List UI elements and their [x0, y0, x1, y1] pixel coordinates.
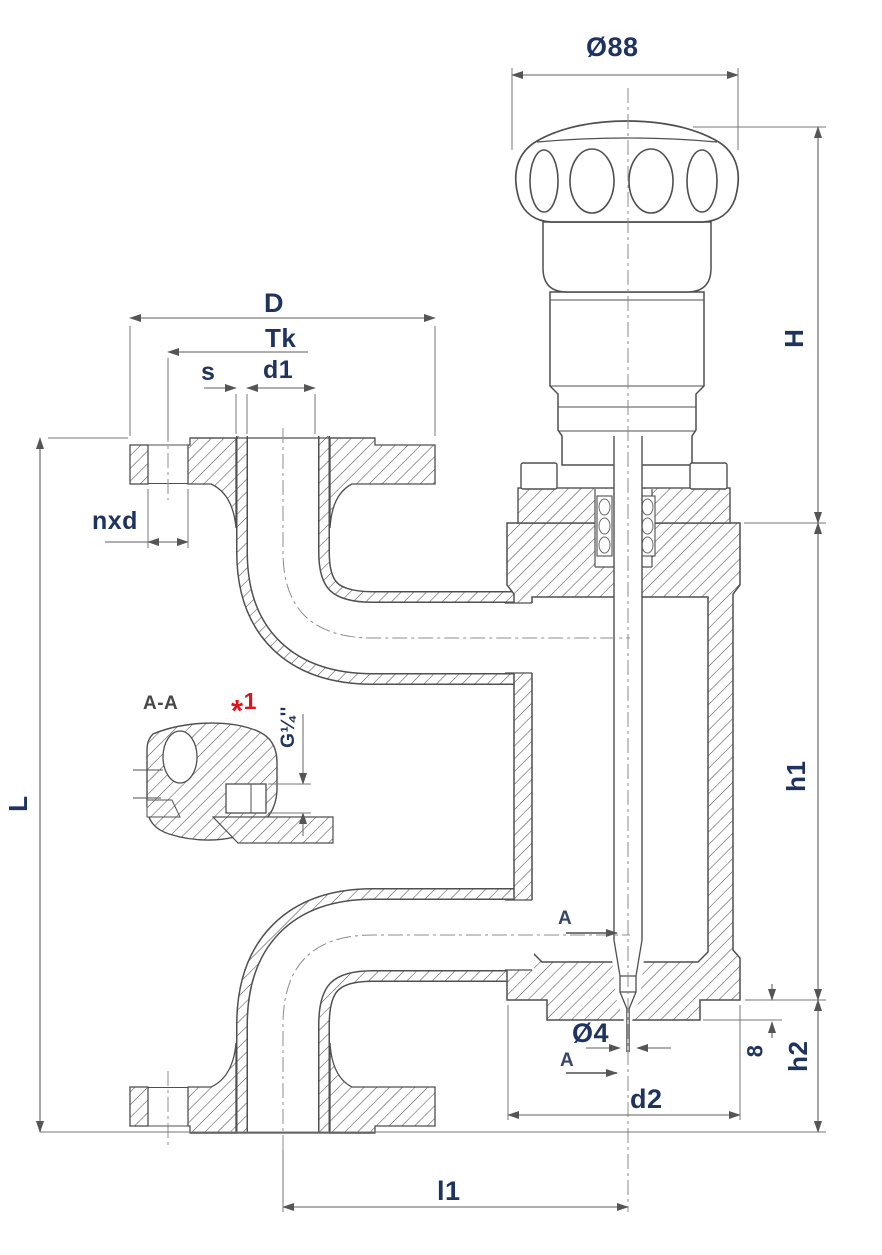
section-cut-label-lower: A [560, 1050, 575, 1071]
dim-label-d2: d2 [630, 1084, 663, 1114]
bottom-outlet-flange [129, 1042, 436, 1134]
dimension-lines [35, 70, 823, 1212]
section-cut-arrows [566, 928, 618, 1078]
thread-size-label: G¼'' [278, 706, 300, 748]
dim-label-Tk: Tk [265, 323, 297, 353]
dim-label-h2: h2 [783, 1040, 814, 1072]
extension-lines [40, 68, 826, 1212]
dim-label-h1: h1 [781, 760, 812, 792]
needle-tip [613, 939, 643, 1052]
upper-pipe-centerline [282, 428, 630, 639]
gland-lugs [520, 462, 728, 490]
handwheel-holes [529, 148, 718, 214]
dim-label-d1: d1 [263, 356, 294, 384]
threaded-port [225, 783, 267, 814]
top-inlet-flange [129, 437, 436, 529]
dim-label-L: L [3, 795, 34, 812]
note-reference: *1 [231, 688, 257, 729]
handwheel [515, 120, 739, 223]
section-title: A-A [143, 693, 179, 714]
packing-rings [596, 495, 656, 557]
handwheel-hub [542, 221, 712, 293]
lower-pipe-centerline [282, 934, 630, 1150]
dim-label-nxd: nxd [92, 507, 138, 535]
note-number: 1 [243, 688, 257, 714]
dim-label-l1: l1 [437, 1176, 461, 1206]
dim-label-dia4: Ø4 [572, 1018, 610, 1048]
dim-label-H: H [779, 328, 810, 348]
section-cut-label-upper: A [558, 908, 573, 929]
bore-detail [162, 730, 198, 784]
dim-label-s: s [201, 358, 216, 386]
dim-label-8: 8 [742, 1044, 768, 1058]
note-asterisk: * [231, 693, 244, 728]
dim-label-D: D [264, 288, 284, 318]
dim-label-dia88: Ø88 [586, 32, 639, 62]
section-aa-detail [133, 714, 334, 844]
